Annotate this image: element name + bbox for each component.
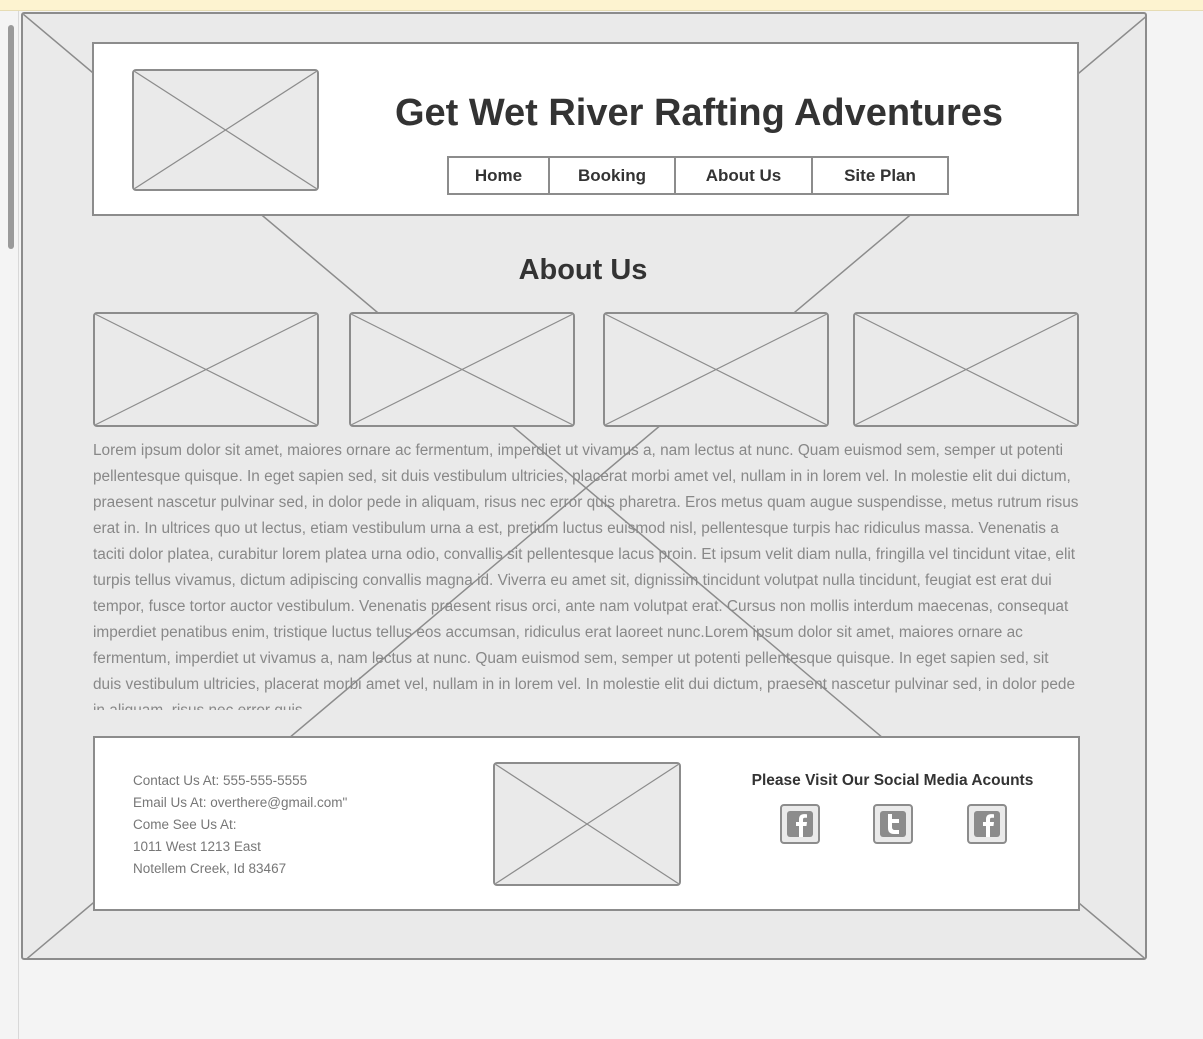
contact-phone: Contact Us At: 555-555-5555 (133, 773, 308, 788)
scroll-rail[interactable] (0, 11, 19, 1039)
visit-label: Come See Us At: (133, 817, 237, 832)
twitter-link[interactable] (873, 804, 913, 844)
about-body-text: Lorem ipsum dolor sit amet, maiores orna… (93, 442, 1079, 710)
nav-item-about-us[interactable]: About Us (676, 158, 813, 193)
contact-block: Contact Us At: 555-555-5555 Email Us At:… (133, 770, 347, 880)
nav-item-site-plan[interactable]: Site Plan (844, 166, 916, 185)
twitter-icon (880, 811, 906, 837)
nav-item-booking[interactable]: Booking (550, 158, 676, 193)
site-title: Get Wet River Rafting Adventures (394, 92, 1004, 134)
main-nav: Home Booking About Us Site Plan (447, 156, 949, 195)
gallery-image-placeholder-4 (853, 312, 1079, 427)
facebook-icon (787, 811, 813, 837)
page-title: About Us (518, 254, 648, 286)
address-line-2: Notellem Creek, Id 83467 (133, 861, 287, 876)
browser-top-bar (0, 0, 1203, 11)
nav-item-home[interactable]: Home (449, 158, 550, 193)
gallery-image-placeholder-2 (349, 312, 575, 427)
address-line-1: 1011 West 1213 East (133, 839, 261, 854)
site-header: Get Wet River Rafting Adventures Home Bo… (92, 42, 1079, 216)
page-placeholder-frame: Get Wet River Rafting Adventures Home Bo… (21, 12, 1147, 960)
footer-image-placeholder (493, 762, 681, 886)
facebook-link[interactable] (780, 804, 820, 844)
gallery-image-placeholder-3 (603, 312, 829, 427)
social-media-heading: Please Visit Our Social Media Acounts (751, 772, 1034, 789)
gallery-image-placeholder-1 (93, 312, 319, 427)
scrollbar-thumb[interactable] (8, 25, 14, 249)
contact-email: Email Us At: overthere@gmail.com" (133, 795, 348, 810)
logo-image-placeholder (132, 69, 319, 191)
site-footer: Contact Us At: 555-555-5555 Email Us At:… (93, 736, 1080, 911)
facebook-link-2[interactable] (967, 804, 1007, 844)
facebook-icon (974, 811, 1000, 837)
